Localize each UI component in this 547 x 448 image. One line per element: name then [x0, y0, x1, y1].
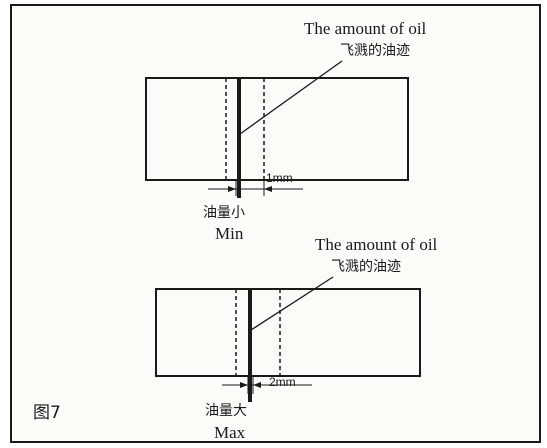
top-leader-line — [239, 60, 343, 135]
top-dim-arrow-left — [228, 186, 236, 192]
figure-label: 图7 — [33, 403, 61, 423]
top-strip — [145, 77, 409, 181]
top-annotation-en: The amount of oil — [304, 19, 427, 38]
bottom-caption-cn: 油量大 — [205, 403, 247, 419]
top-caption-en: Min — [215, 224, 244, 243]
bottom-dim-arrow-right — [253, 382, 261, 388]
bottom-strip — [155, 288, 421, 377]
bottom-caption-en: Max — [214, 423, 246, 442]
bottom-panel — [155, 276, 421, 402]
top-caption-cn: 油量小 — [203, 205, 245, 221]
top-annotation-cn: 飞溅的油迹 — [340, 43, 410, 59]
bottom-annotation-cn: 飞溅的油迹 — [331, 259, 401, 275]
top-dim-arrow-right — [264, 186, 272, 192]
bottom-annotation-en: The amount of oil — [315, 235, 438, 254]
top-dimension-label: 1mm — [266, 171, 293, 185]
top-panel — [145, 60, 409, 198]
bottom-leader-line — [250, 276, 334, 331]
bottom-dimension-label: 2mm — [269, 375, 296, 389]
bottom-dim-arrow-left — [240, 382, 248, 388]
